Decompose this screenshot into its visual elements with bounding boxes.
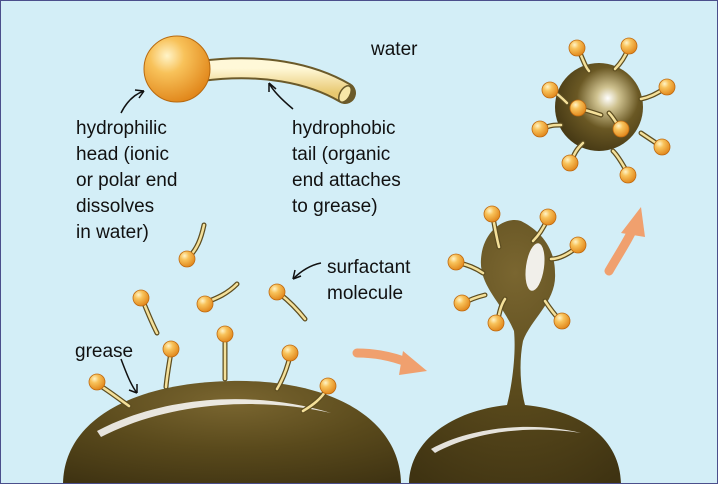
grease-label: grease xyxy=(75,339,133,365)
surfactant-molecule-3 xyxy=(197,284,237,312)
grease-blob-right xyxy=(409,220,621,483)
surfactant-molecule-23 xyxy=(532,121,561,137)
surfactant-molecule-11 xyxy=(533,209,556,241)
surfactant-molecule-13 xyxy=(448,254,483,273)
surfactant-molecule-24 xyxy=(641,133,670,155)
surfactant-molecule-18 xyxy=(615,38,637,69)
water-label: water xyxy=(371,37,417,63)
surfactant-molecule-17 xyxy=(569,40,589,71)
surfactant-molecule-2 xyxy=(133,290,157,333)
surfactant-molecule-7 xyxy=(217,326,233,379)
hydrophilic-head-label: hydrophilic head (ionic or polar end dis… xyxy=(76,116,177,246)
surfactant-molecule-4 xyxy=(269,284,305,319)
surfactant-molecule-25 xyxy=(562,143,583,171)
surfactant-molecule-6 xyxy=(163,341,179,387)
surfactant-molecule-1 xyxy=(179,225,204,267)
surfactant-molecule-8 xyxy=(277,345,298,389)
large-surfactant-molecule xyxy=(144,36,354,104)
surfactant-molecule-label: surfactant molecule xyxy=(327,255,410,307)
surfactant-molecule-16 xyxy=(545,301,570,329)
surfactant-molecule-20 xyxy=(641,79,675,99)
grease-droplet-micelle xyxy=(555,63,643,151)
process-arrow-up xyxy=(609,207,645,271)
hydrophobic-tail-label: hydrophobic tail (organic end attaches t… xyxy=(292,116,401,220)
surfactant-molecule-12 xyxy=(551,237,586,259)
surfactant-molecule-26 xyxy=(613,151,636,183)
surfactant-molecule-14 xyxy=(454,295,485,311)
surfactant-molecule-5 xyxy=(89,374,129,406)
process-arrow-right xyxy=(357,351,427,375)
surfactant-molecule-15 xyxy=(488,299,505,331)
